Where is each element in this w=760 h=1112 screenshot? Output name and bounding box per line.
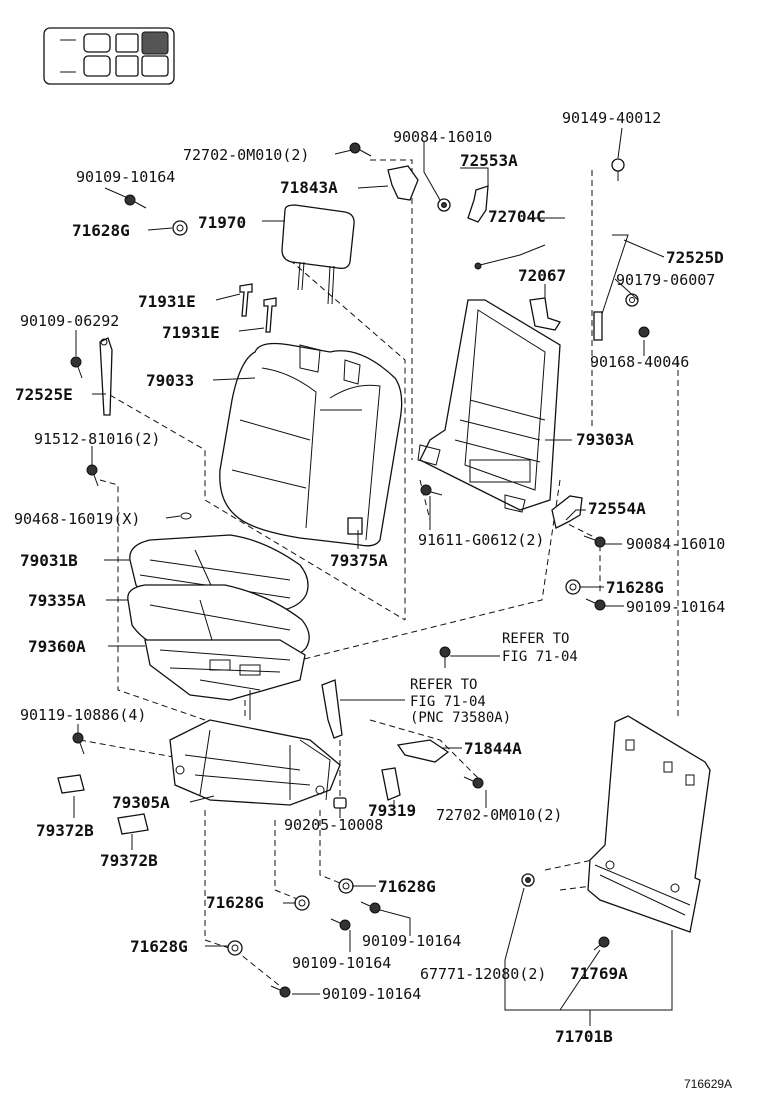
- part-labels: 72702-0M010(2) 90084-16010 90149-40012 9…: [14, 109, 732, 1091]
- label-72554A: 72554A: [588, 499, 646, 518]
- label-72702-bottom: 72702-0M010(2): [436, 806, 562, 824]
- seatback-board-71701B: [587, 715, 711, 933]
- label-79031B: 79031B: [20, 551, 78, 570]
- label-71931E-a: 71931E: [138, 292, 196, 311]
- label-79305A: 79305A: [112, 793, 170, 812]
- label-71769A: 71769A: [570, 964, 628, 983]
- label-71628G-b: 71628G: [606, 578, 664, 597]
- diagram-code: 716629A: [684, 1077, 732, 1091]
- seatback-cover-79033: [219, 342, 403, 547]
- label-90179: 90179-06007: [616, 271, 715, 289]
- label-79372B-b: 79372B: [100, 851, 158, 870]
- label-71931E-b: 71931E: [162, 323, 220, 342]
- seat-location-thumbnail: [43, 27, 175, 85]
- label-79372B-a: 79372B: [36, 821, 94, 840]
- label-90109-c: 90109-10164: [362, 932, 461, 950]
- label-90084-top: 90084-16010: [393, 128, 492, 146]
- label-91611: 91611-G0612(2): [418, 531, 544, 549]
- label-72553A: 72553A: [460, 151, 518, 170]
- label-72067: 72067: [518, 266, 566, 285]
- label-90109-a: 90109-10164: [76, 168, 175, 186]
- label-79335A: 79335A: [28, 591, 86, 610]
- leader-lines: [73, 127, 673, 1026]
- refer2-line1: REFER TO: [410, 677, 477, 693]
- label-72704C: 72704C: [488, 207, 546, 226]
- refer2-line3: (PNC 73580A): [410, 710, 511, 726]
- label-71628G-d: 71628G: [206, 893, 264, 912]
- label-90168: 90168-40046: [590, 353, 689, 371]
- label-67771: 67771-12080(2): [420, 965, 546, 983]
- seatback-frame-79303A: [417, 299, 561, 513]
- label-90468: 90468-16019(X): [14, 510, 140, 528]
- label-71628G-a: 71628G: [72, 221, 130, 240]
- label-71843A: 71843A: [280, 178, 338, 197]
- seat-cushion-frame-79360A: [144, 639, 306, 720]
- label-90109-b: 90109-10164: [626, 598, 725, 616]
- label-71970: 71970: [198, 213, 246, 232]
- label-71628G-e: 71628G: [130, 937, 188, 956]
- assembly-dashed-lines: [79, 159, 681, 991]
- label-90109-06292: 90109-06292: [20, 312, 119, 330]
- label-90149: 90149-40012: [562, 109, 661, 127]
- label-71701B: 71701B: [555, 1027, 613, 1046]
- label-72525D: 72525D: [666, 248, 724, 267]
- label-71844A: 71844A: [464, 739, 522, 758]
- label-90084-right: 90084-16010: [626, 535, 725, 553]
- seat-frame-79305A: [169, 719, 341, 806]
- label-91512: 91512-81016(2): [34, 430, 160, 448]
- refer1-line2: FIG 71-04: [502, 649, 578, 665]
- label-90109-d: 90109-10164: [292, 954, 391, 972]
- label-79319: 79319: [368, 801, 416, 820]
- refer2-line2: FIG 71-04: [410, 694, 486, 710]
- fasteners: [70, 142, 650, 998]
- label-79360A: 79360A: [28, 637, 86, 656]
- label-79303A: 79303A: [576, 430, 634, 449]
- label-79033: 79033: [146, 371, 194, 390]
- label-90109-e: 90109-10164: [322, 985, 421, 1003]
- label-90119: 90119-10886(4): [20, 706, 146, 724]
- label-72525E: 72525E: [15, 385, 73, 404]
- small-parts: [57, 165, 629, 835]
- label-90205: 90205-10008: [284, 816, 383, 834]
- refer1-line1: REFER TO: [502, 631, 569, 647]
- label-72702-top: 72702-0M010(2): [183, 146, 309, 164]
- headrest-71970: [281, 204, 355, 305]
- label-79375A: 79375A: [330, 551, 388, 570]
- label-71628G-c: 71628G: [378, 877, 436, 896]
